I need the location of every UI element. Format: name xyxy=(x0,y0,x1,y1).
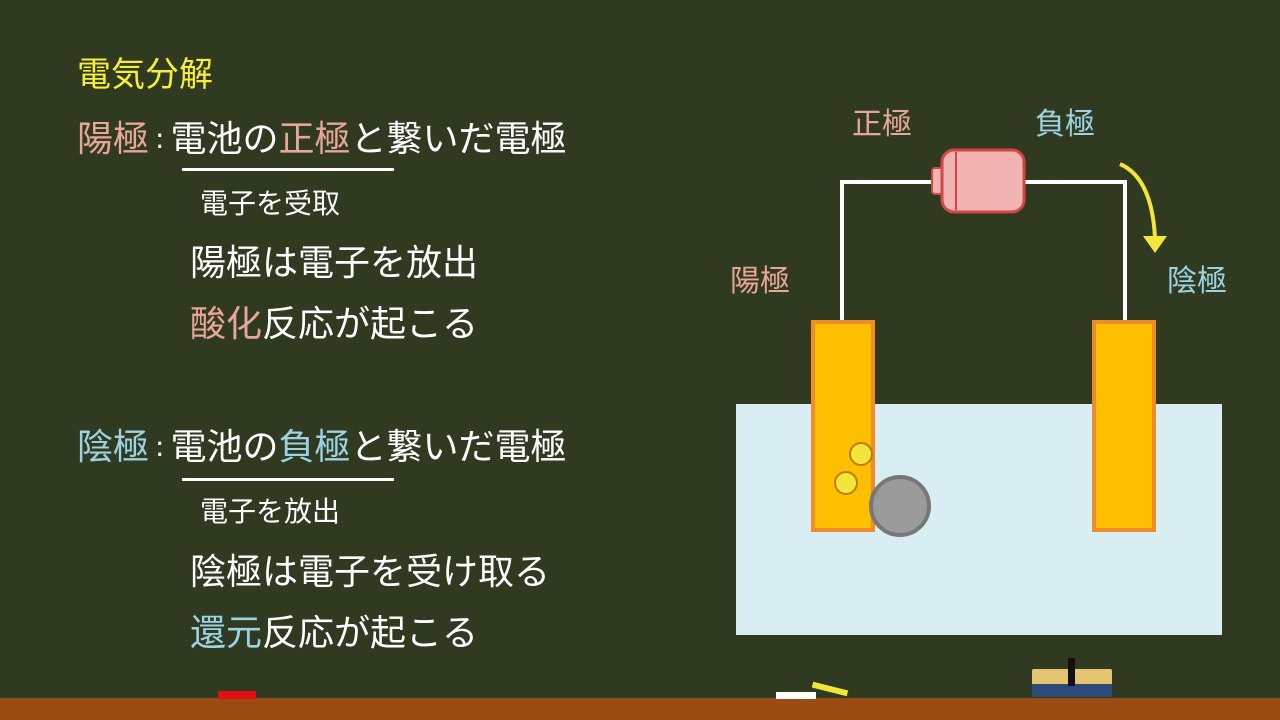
cathode-reaction-rest: 反応が起こる xyxy=(262,613,479,654)
battery-icon xyxy=(931,148,1026,214)
anode-reaction: 酸化反応が起こる xyxy=(190,307,478,343)
cathode-term: 陰極 xyxy=(77,427,150,468)
anode-note: 電子を受取 xyxy=(200,187,341,220)
anode-term: 陽極 xyxy=(77,119,150,160)
anode-underline xyxy=(182,168,394,171)
white-chalk xyxy=(776,692,816,699)
label-negative-terminal: 負極 xyxy=(1035,107,1095,142)
wire-left xyxy=(840,180,938,322)
cathode-def-part1: 電池の xyxy=(170,427,279,468)
cathode-underline xyxy=(182,478,394,481)
wire-right xyxy=(1024,180,1127,322)
cathode-def-part2: と繋いだ電極 xyxy=(350,427,567,468)
electron-flow-arrow-icon xyxy=(1119,162,1157,239)
anode-def-highlight: 正極 xyxy=(278,119,351,160)
anode-def-part1: 電池の xyxy=(170,119,279,160)
label-positive-terminal: 正極 xyxy=(852,107,912,142)
cathode-definition: 陰極:電池の負極と繋いだ電極 xyxy=(77,430,567,466)
cathode-colon: : xyxy=(155,430,165,463)
electron-dot xyxy=(849,442,873,466)
anode-colon: : xyxy=(155,122,165,155)
cathode-line1: 陰極は電子を受け取る xyxy=(190,552,551,593)
anode-line1: 陽極は電子を放出 xyxy=(190,243,479,284)
cathode-electrode xyxy=(1092,320,1156,532)
eraser-handle xyxy=(1068,658,1075,686)
anode-reaction-highlight: 酸化 xyxy=(190,304,263,345)
label-cathode-electrode: 陰極 xyxy=(1167,264,1227,299)
anode-electrode xyxy=(811,320,875,532)
ion-particle xyxy=(869,475,931,537)
page-title: 電気分解 xyxy=(77,55,213,95)
eraser-base xyxy=(1032,684,1112,697)
anode-definition: 陽極:電池の正極と繋いだ電極 xyxy=(77,122,567,158)
cathode-note: 電子を放出 xyxy=(200,495,341,528)
anode-reaction-rest: 反応が起こる xyxy=(262,304,479,345)
cathode-reaction-highlight: 還元 xyxy=(190,613,263,654)
red-chalk xyxy=(218,691,256,699)
cathode-reaction: 還元反応が起こる xyxy=(190,616,478,652)
cathode-def-highlight: 負極 xyxy=(278,427,351,468)
electron-dot xyxy=(834,471,858,495)
chalk-tray xyxy=(0,698,1280,720)
anode-def-part2: と繋いだ電極 xyxy=(350,119,567,160)
label-anode-electrode: 陽極 xyxy=(730,264,790,299)
